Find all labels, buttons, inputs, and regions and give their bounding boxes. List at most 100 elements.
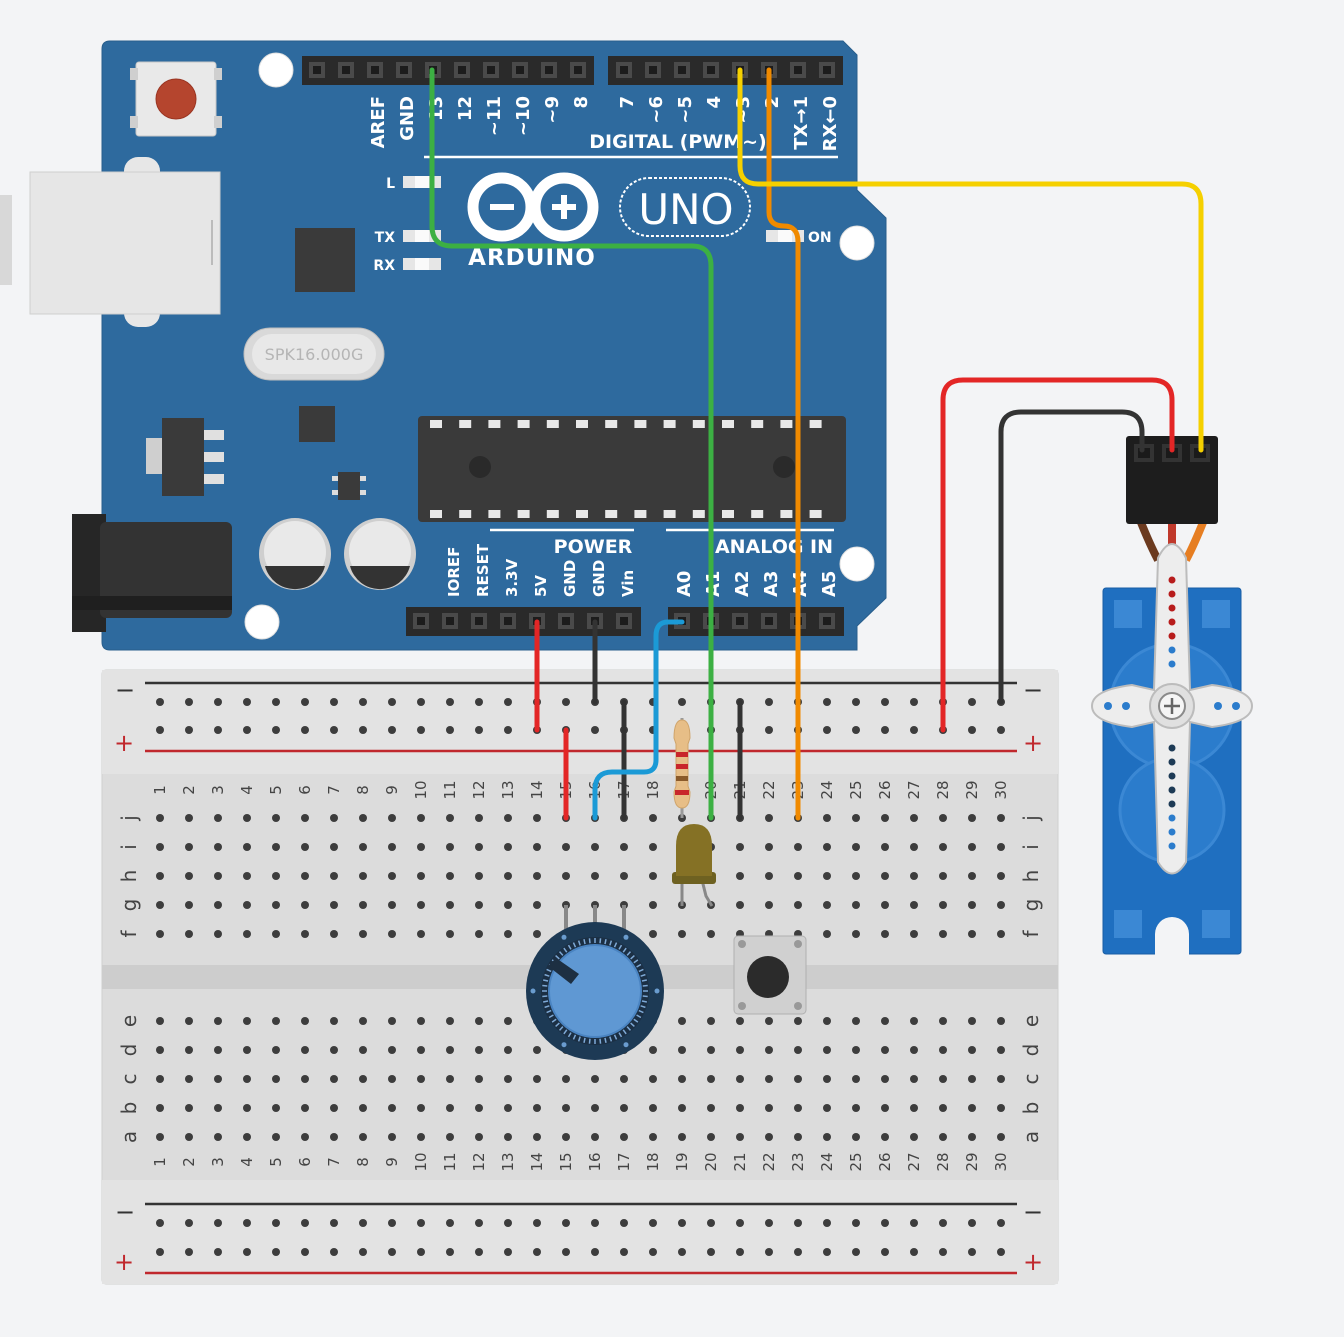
terminal-hole[interactable] <box>272 1075 280 1083</box>
terminal-hole[interactable] <box>359 1046 367 1054</box>
rail-hole[interactable] <box>852 1248 860 1256</box>
terminal-hole[interactable] <box>591 1104 599 1112</box>
terminal-hole[interactable] <box>185 901 193 909</box>
terminal-hole[interactable] <box>475 1075 483 1083</box>
terminal-hole[interactable] <box>881 1133 889 1141</box>
rail-hole[interactable] <box>591 1248 599 1256</box>
terminal-hole[interactable] <box>214 1046 222 1054</box>
terminal-hole[interactable] <box>881 930 889 938</box>
rail-hole[interactable] <box>533 1248 541 1256</box>
terminal-hole[interactable] <box>504 1017 512 1025</box>
terminal-hole[interactable] <box>417 872 425 880</box>
terminal-hole[interactable] <box>765 1104 773 1112</box>
rail-hole[interactable] <box>533 1219 541 1227</box>
terminal-hole[interactable] <box>446 843 454 851</box>
terminal-hole[interactable] <box>591 1075 599 1083</box>
terminal-hole[interactable] <box>388 814 396 822</box>
terminal-hole[interactable] <box>997 1075 1005 1083</box>
rail-hole[interactable] <box>156 1219 164 1227</box>
rail-hole[interactable] <box>214 1219 222 1227</box>
rail-hole[interactable] <box>852 698 860 706</box>
terminal-hole[interactable] <box>388 1133 396 1141</box>
terminal-hole[interactable] <box>707 1046 715 1054</box>
terminal-hole[interactable] <box>243 901 251 909</box>
rail-hole[interactable] <box>562 698 570 706</box>
terminal-hole[interactable] <box>910 901 918 909</box>
rail-hole[interactable] <box>591 1219 599 1227</box>
terminal-hole[interactable] <box>272 1046 280 1054</box>
terminal-hole[interactable] <box>446 872 454 880</box>
rail-hole[interactable] <box>243 698 251 706</box>
terminal-hole[interactable] <box>765 901 773 909</box>
terminal-hole[interactable] <box>504 1075 512 1083</box>
terminal-hole[interactable] <box>359 872 367 880</box>
terminal-hole[interactable] <box>475 930 483 938</box>
terminal-hole[interactable] <box>156 1017 164 1025</box>
terminal-hole[interactable] <box>678 1133 686 1141</box>
terminal-hole[interactable] <box>504 1046 512 1054</box>
rail-hole[interactable] <box>997 726 1005 734</box>
terminal-hole[interactable] <box>852 930 860 938</box>
terminal-hole[interactable] <box>243 1046 251 1054</box>
terminal-hole[interactable] <box>707 1017 715 1025</box>
rail-hole[interactable] <box>359 1219 367 1227</box>
terminal-hole[interactable] <box>533 1075 541 1083</box>
rail-hole[interactable] <box>997 1219 1005 1227</box>
terminal-hole[interactable] <box>881 1017 889 1025</box>
terminal-hole[interactable] <box>620 1075 628 1083</box>
rail-hole[interactable] <box>446 726 454 734</box>
terminal-hole[interactable] <box>446 1046 454 1054</box>
terminal-hole[interactable] <box>823 1017 831 1025</box>
terminal-hole[interactable] <box>417 1046 425 1054</box>
terminal-hole[interactable] <box>475 901 483 909</box>
rail-hole[interactable] <box>707 1248 715 1256</box>
terminal-hole[interactable] <box>330 1075 338 1083</box>
terminal-hole[interactable] <box>562 843 570 851</box>
terminal-hole[interactable] <box>591 872 599 880</box>
rail-hole[interactable] <box>475 698 483 706</box>
terminal-hole[interactable] <box>272 930 280 938</box>
terminal-hole[interactable] <box>997 901 1005 909</box>
rail-hole[interactable] <box>301 1219 309 1227</box>
rail-hole[interactable] <box>765 1248 773 1256</box>
terminal-hole[interactable] <box>185 1046 193 1054</box>
terminal-hole[interactable] <box>852 1017 860 1025</box>
terminal-hole[interactable] <box>156 901 164 909</box>
rail-hole[interactable] <box>968 1219 976 1227</box>
terminal-hole[interactable] <box>997 814 1005 822</box>
rail-hole[interactable] <box>881 1219 889 1227</box>
terminal-hole[interactable] <box>910 843 918 851</box>
rail-hole[interactable] <box>997 1248 1005 1256</box>
rail-hole[interactable] <box>156 726 164 734</box>
wire-pin13-to-led[interactable] <box>429 67 714 821</box>
terminal-hole[interactable] <box>272 872 280 880</box>
terminal-hole[interactable] <box>939 901 947 909</box>
terminal-hole[interactable] <box>214 1104 222 1112</box>
rail-hole[interactable] <box>968 698 976 706</box>
rail-hole[interactable] <box>504 726 512 734</box>
terminal-hole[interactable] <box>736 1046 744 1054</box>
terminal-hole[interactable] <box>156 843 164 851</box>
terminal-hole[interactable] <box>794 1133 802 1141</box>
terminal-hole[interactable] <box>359 901 367 909</box>
terminal-hole[interactable] <box>475 1046 483 1054</box>
terminal-hole[interactable] <box>765 1133 773 1141</box>
terminal-hole[interactable] <box>185 843 193 851</box>
rail-hole[interactable] <box>910 1219 918 1227</box>
terminal-hole[interactable] <box>185 930 193 938</box>
terminal-hole[interactable] <box>794 1046 802 1054</box>
terminal-hole[interactable] <box>823 814 831 822</box>
terminal-hole[interactable] <box>243 872 251 880</box>
terminal-hole[interactable] <box>736 1133 744 1141</box>
terminal-hole[interactable] <box>852 1104 860 1112</box>
rail-hole[interactable] <box>330 1219 338 1227</box>
terminal-hole[interactable] <box>301 1075 309 1083</box>
rail-hole[interactable] <box>243 1248 251 1256</box>
terminal-hole[interactable] <box>533 843 541 851</box>
terminal-hole[interactable] <box>823 1075 831 1083</box>
rail-hole[interactable] <box>272 1219 280 1227</box>
rail-hole[interactable] <box>823 1248 831 1256</box>
rail-hole[interactable] <box>678 698 686 706</box>
terminal-hole[interactable] <box>939 1075 947 1083</box>
terminal-hole[interactable] <box>185 1075 193 1083</box>
